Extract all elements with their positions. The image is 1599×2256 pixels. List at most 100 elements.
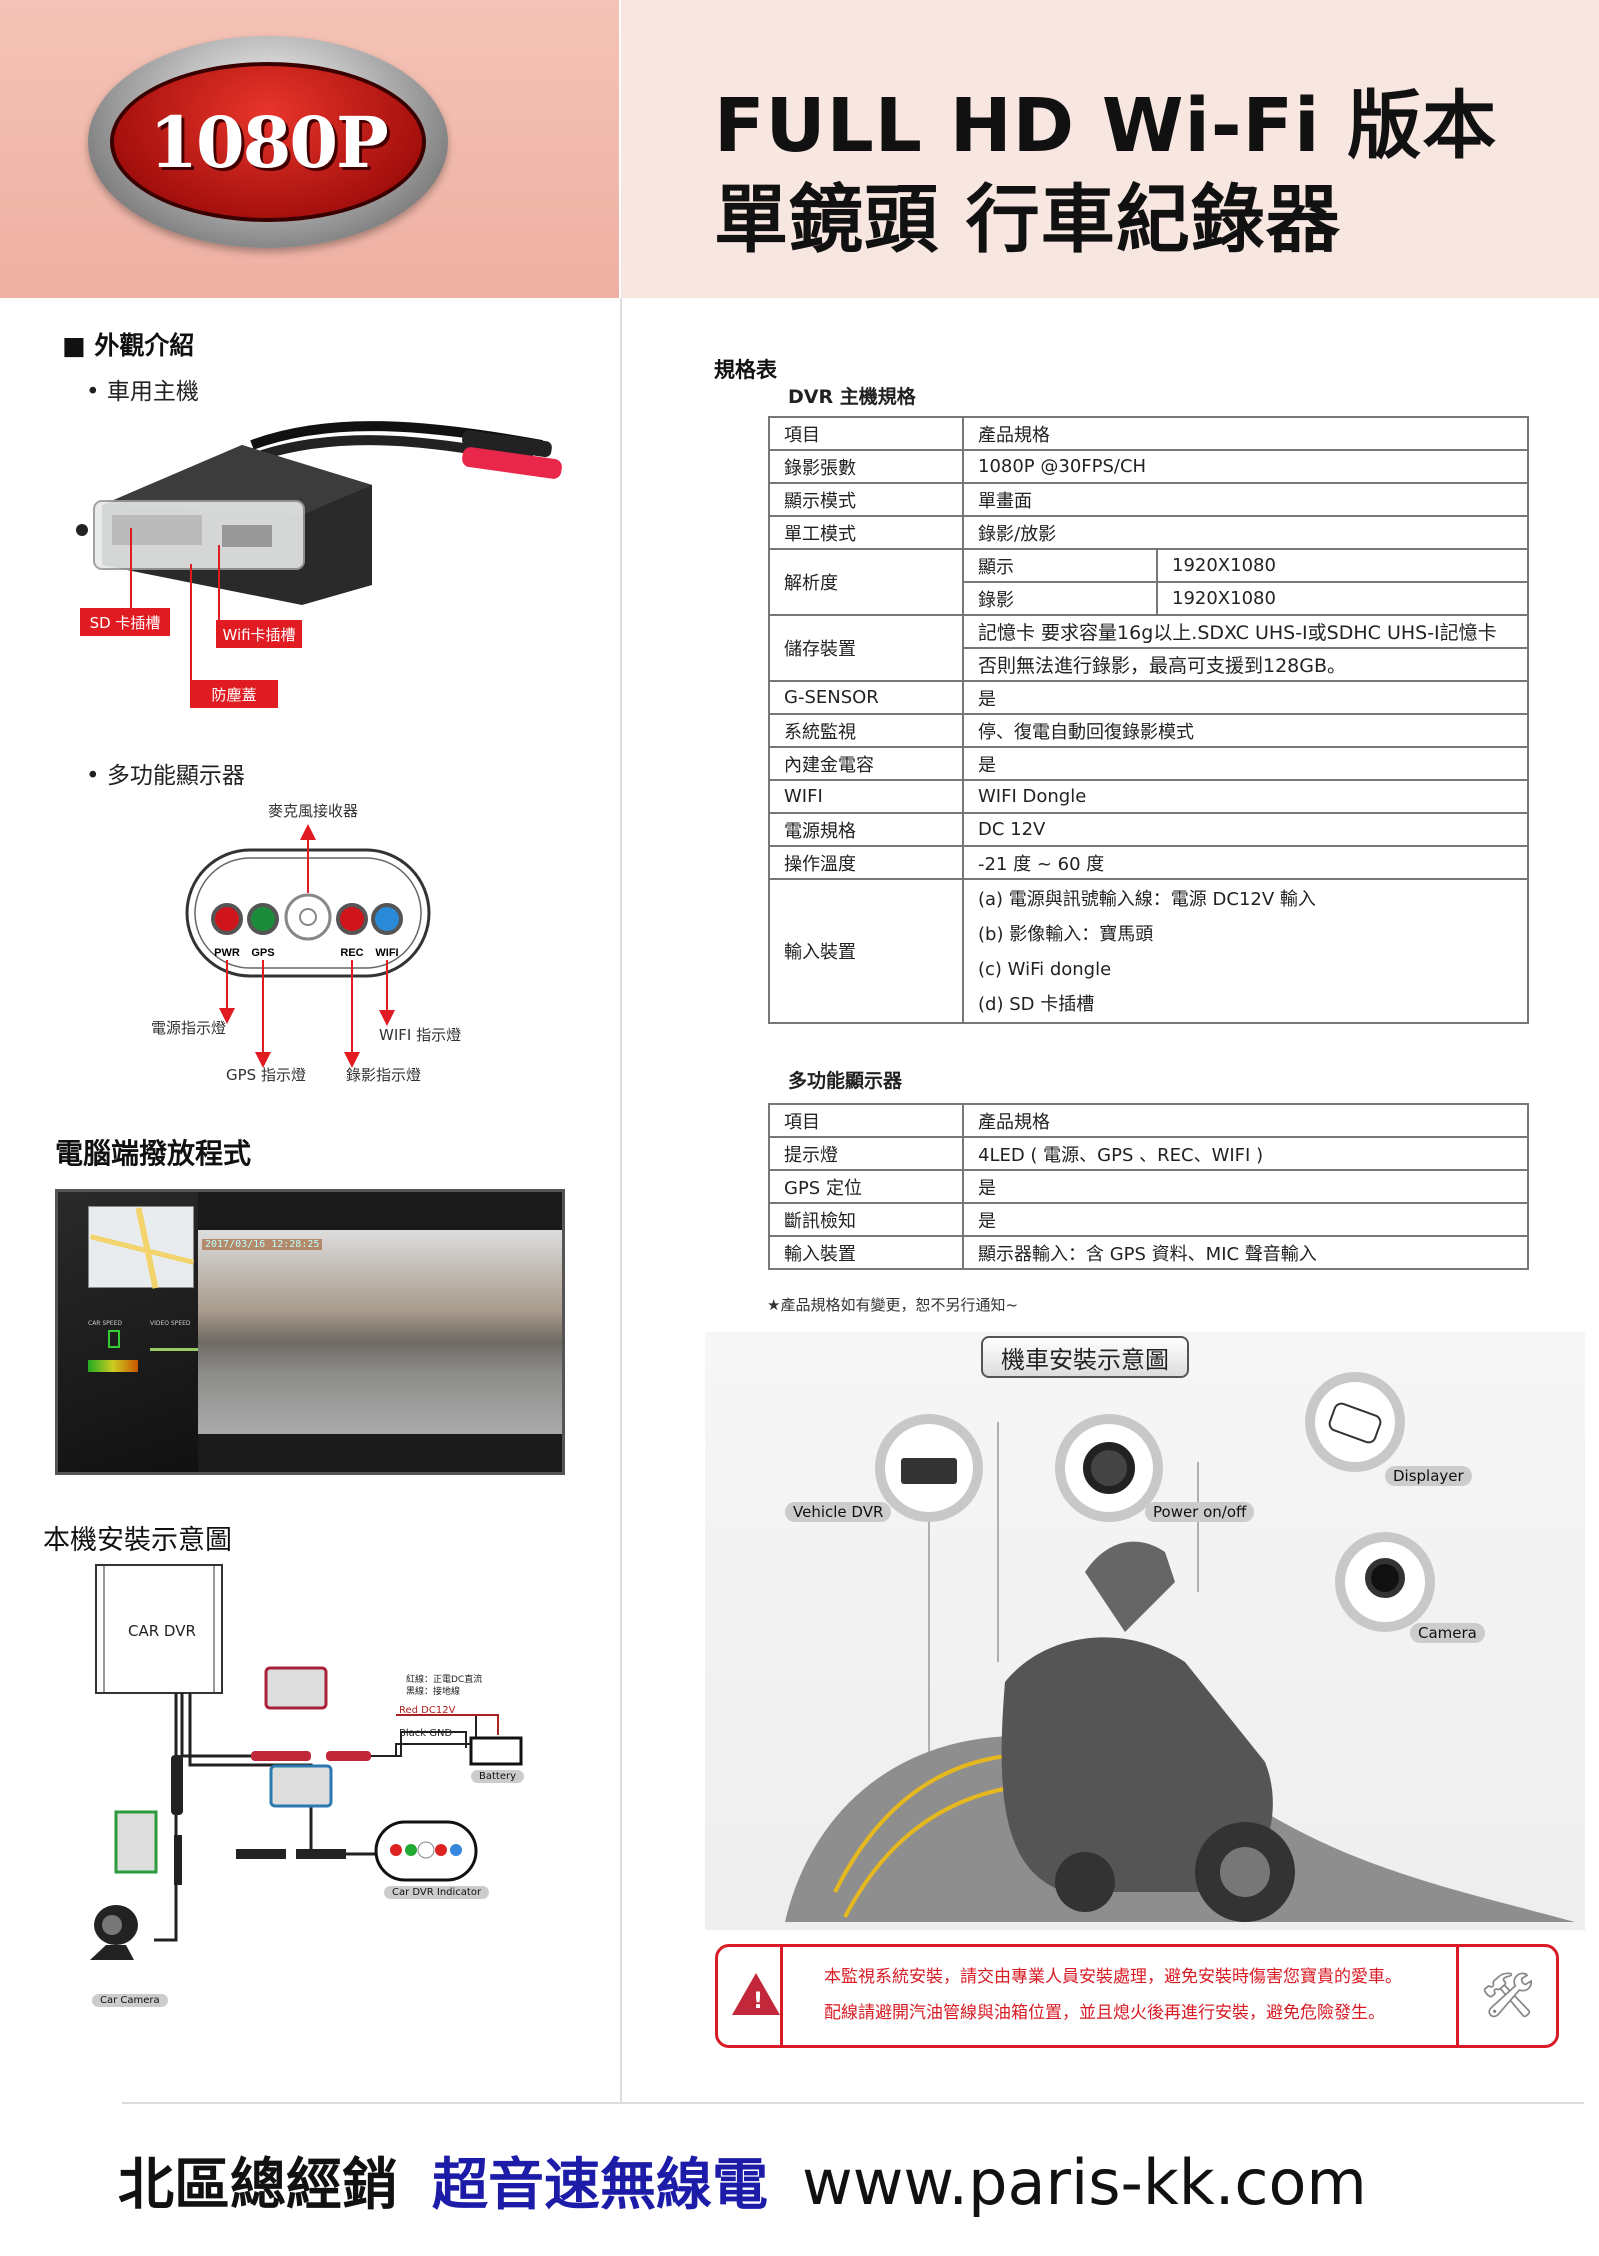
wiring-diagram: CAR DVR 紅線：正電DC直流 黑線：接地線 Red DC12V Black… bbox=[86, 1560, 596, 2020]
logo-text: 1080P bbox=[149, 100, 388, 184]
displayer-label: Displayer bbox=[1385, 1466, 1472, 1486]
spec-label: 操作溫度 bbox=[768, 845, 964, 880]
callout-wifi-slot: Wifi卡插槽 bbox=[216, 620, 302, 648]
wire-note-black: 黑線：接地線 bbox=[406, 1687, 461, 1697]
specs-heading: 規格表 bbox=[714, 358, 777, 382]
spec-value: 1920X1080 bbox=[1156, 581, 1529, 616]
indicator-label: Car DVR Indicator bbox=[384, 1886, 490, 1899]
header-cell: 產品規格 bbox=[962, 416, 1529, 451]
vehicle-dvr-bubble bbox=[875, 1414, 983, 1522]
callout-line bbox=[218, 545, 220, 621]
callout-line bbox=[130, 528, 132, 610]
warning-line-1: 本監視系統安裝，請交由專業人員安裝處理，避免安裝時傷害您寶貴的愛車。 bbox=[824, 1967, 1402, 1987]
map-view bbox=[88, 1206, 195, 1289]
callout-sd-slot: SD 卡插槽 bbox=[80, 608, 170, 636]
table-row: 否則無法進行錄影，最高可支援到128GB。 bbox=[769, 647, 1529, 682]
spec-label: GPS 定位 bbox=[768, 1169, 964, 1204]
gps-led-callout: GPS 指示燈 bbox=[226, 1066, 306, 1084]
table-header-row: 項目產品規格 bbox=[768, 1103, 1529, 1138]
table-header-row: 項目產品規格 bbox=[768, 416, 1529, 451]
pc-player-heading: 電腦端撥放程式 bbox=[55, 1137, 252, 1170]
camera-moto-label: Camera bbox=[1410, 1623, 1485, 1643]
led-label-gps: GPS bbox=[251, 947, 274, 959]
spec-value: 記憶卡 要求容量16g以上.SDXC UHS-I或SDHC UHS-I記憶卡 bbox=[962, 614, 1529, 649]
spec-value: 4LED ( 電源、GPS 、REC、WIFI ) bbox=[962, 1136, 1529, 1171]
table-row: 顯示模式單畫面 bbox=[768, 482, 1529, 517]
spec-label: 解析度 bbox=[768, 548, 964, 616]
footer: 北區總經銷 超音速無線電 www.paris-kk.com bbox=[118, 2140, 1367, 2221]
table-row: 斷訊檢知是 bbox=[768, 1202, 1529, 1237]
warning-exclamation: ! bbox=[753, 1989, 764, 2014]
mic-label: 麥克風接收器 bbox=[268, 802, 359, 820]
video-speed-label: VIDEO SPEED bbox=[150, 1320, 191, 1327]
table-row: 輸入裝置顯示器輸入：含 GPS 資料、MIC 聲音輸入 bbox=[768, 1235, 1529, 1270]
header-cell: 產品規格 bbox=[962, 1103, 1529, 1138]
footer-url[interactable]: www.paris-kk.com bbox=[802, 2146, 1367, 2219]
table-row: 內建金電容是 bbox=[768, 746, 1529, 781]
callout-dust-cover: 防塵蓋 bbox=[190, 680, 278, 708]
wire-note-red: 紅線：正電DC直流 bbox=[406, 1675, 483, 1685]
spec-label: 顯示模式 bbox=[768, 482, 964, 517]
logo-1080p-badge: 1080P bbox=[88, 36, 448, 248]
table-row: 操作溫度-21 度 ~ 60 度 bbox=[768, 845, 1529, 880]
led-pwr-icon bbox=[211, 903, 243, 935]
camera-label: Car Camera bbox=[92, 1994, 168, 2007]
led-label-rec: REC bbox=[340, 947, 363, 959]
spec-label: 單工模式 bbox=[768, 515, 964, 550]
displayer-bubble bbox=[1305, 1372, 1405, 1472]
footer-divider bbox=[122, 2102, 1584, 2104]
spec-value: 是 bbox=[962, 1202, 1529, 1237]
spec-value: 1920X1080 bbox=[1156, 548, 1529, 583]
spec-label: 錄影張數 bbox=[768, 449, 964, 484]
install-heading: 本機安裝示意圖 bbox=[43, 1525, 232, 1556]
display-spec-title: 多功能顯示器 bbox=[788, 1070, 903, 1092]
spec-label: 儲存裝置 bbox=[768, 614, 964, 682]
sub-label: 顯示 bbox=[962, 548, 1158, 583]
spec-value: 單畫面 bbox=[962, 482, 1529, 517]
wifi-led-callout: WIFI 指示燈 bbox=[379, 1026, 462, 1044]
vehicle-dvr-label: Vehicle DVR bbox=[785, 1502, 892, 1522]
spec-label: 系統監視 bbox=[768, 713, 964, 748]
callout-line bbox=[190, 564, 192, 682]
spec-value: 顯示器輸入：含 GPS 資料、MIC 聲音輸入 bbox=[962, 1235, 1529, 1270]
spec-label: 電源規格 bbox=[768, 812, 964, 847]
header-cell: 項目 bbox=[768, 1103, 964, 1138]
spec-value: 是 bbox=[962, 680, 1529, 715]
warning-box: ! 本監視系統安裝，請交由專業人員安裝處理，避免安裝時傷害您寶貴的愛車。 配線請… bbox=[715, 1944, 1559, 2048]
table-row: 系統監視停、復電自動回復錄影模式 bbox=[768, 713, 1529, 748]
title-line-2: 單鏡頭 行車紀錄器 bbox=[714, 177, 1341, 263]
red-wire-label: Red DC12V bbox=[399, 1705, 456, 1716]
seek-bar[interactable] bbox=[150, 1348, 198, 1351]
dvr-host-image bbox=[72, 405, 612, 645]
led-wifi-icon bbox=[371, 903, 403, 935]
spec-label: 內建金電容 bbox=[768, 746, 964, 781]
header-right-panel: FULL HD Wi-Fi 版本 單鏡頭 行車紀錄器 bbox=[621, 0, 1599, 298]
footer-company: 超音速無線電 bbox=[432, 2153, 768, 2218]
volume-meter bbox=[88, 1360, 138, 1372]
rec-led-callout: 錄影指示燈 bbox=[346, 1066, 422, 1084]
black-wire-label: Black GND bbox=[399, 1728, 453, 1739]
input-item: (a) 電源與訊號輸入線：電源 DC12V 輸入 bbox=[978, 889, 1316, 910]
spec-label: 提示燈 bbox=[768, 1136, 964, 1171]
spec-value: 是 bbox=[962, 746, 1529, 781]
spec-label: WIFI bbox=[768, 779, 964, 814]
spec-label: 斷訊檢知 bbox=[768, 1202, 964, 1237]
table-row: 輸入裝置 (a) 電源與訊號輸入線：電源 DC12V 輸入 (b) 影像輸入：寶… bbox=[768, 878, 1529, 1024]
display-label: • 多功能顯示器 bbox=[86, 763, 245, 789]
input-item: (b) 影像輸入：寶馬頭 bbox=[978, 924, 1154, 945]
spec-value: 是 bbox=[962, 1169, 1529, 1204]
moto-install-scene: 機車安裝示意圖 Vehicle DVR Power on/off Display… bbox=[705, 1332, 1585, 1930]
video-timestamp: 2017/03/16 12:28:25 bbox=[202, 1239, 323, 1250]
spec-label: 輸入裝置 bbox=[768, 1235, 964, 1270]
title-line-1: FULL HD Wi-Fi 版本 bbox=[714, 83, 1498, 169]
dvr-box-label: CAR DVR bbox=[128, 1622, 196, 1640]
